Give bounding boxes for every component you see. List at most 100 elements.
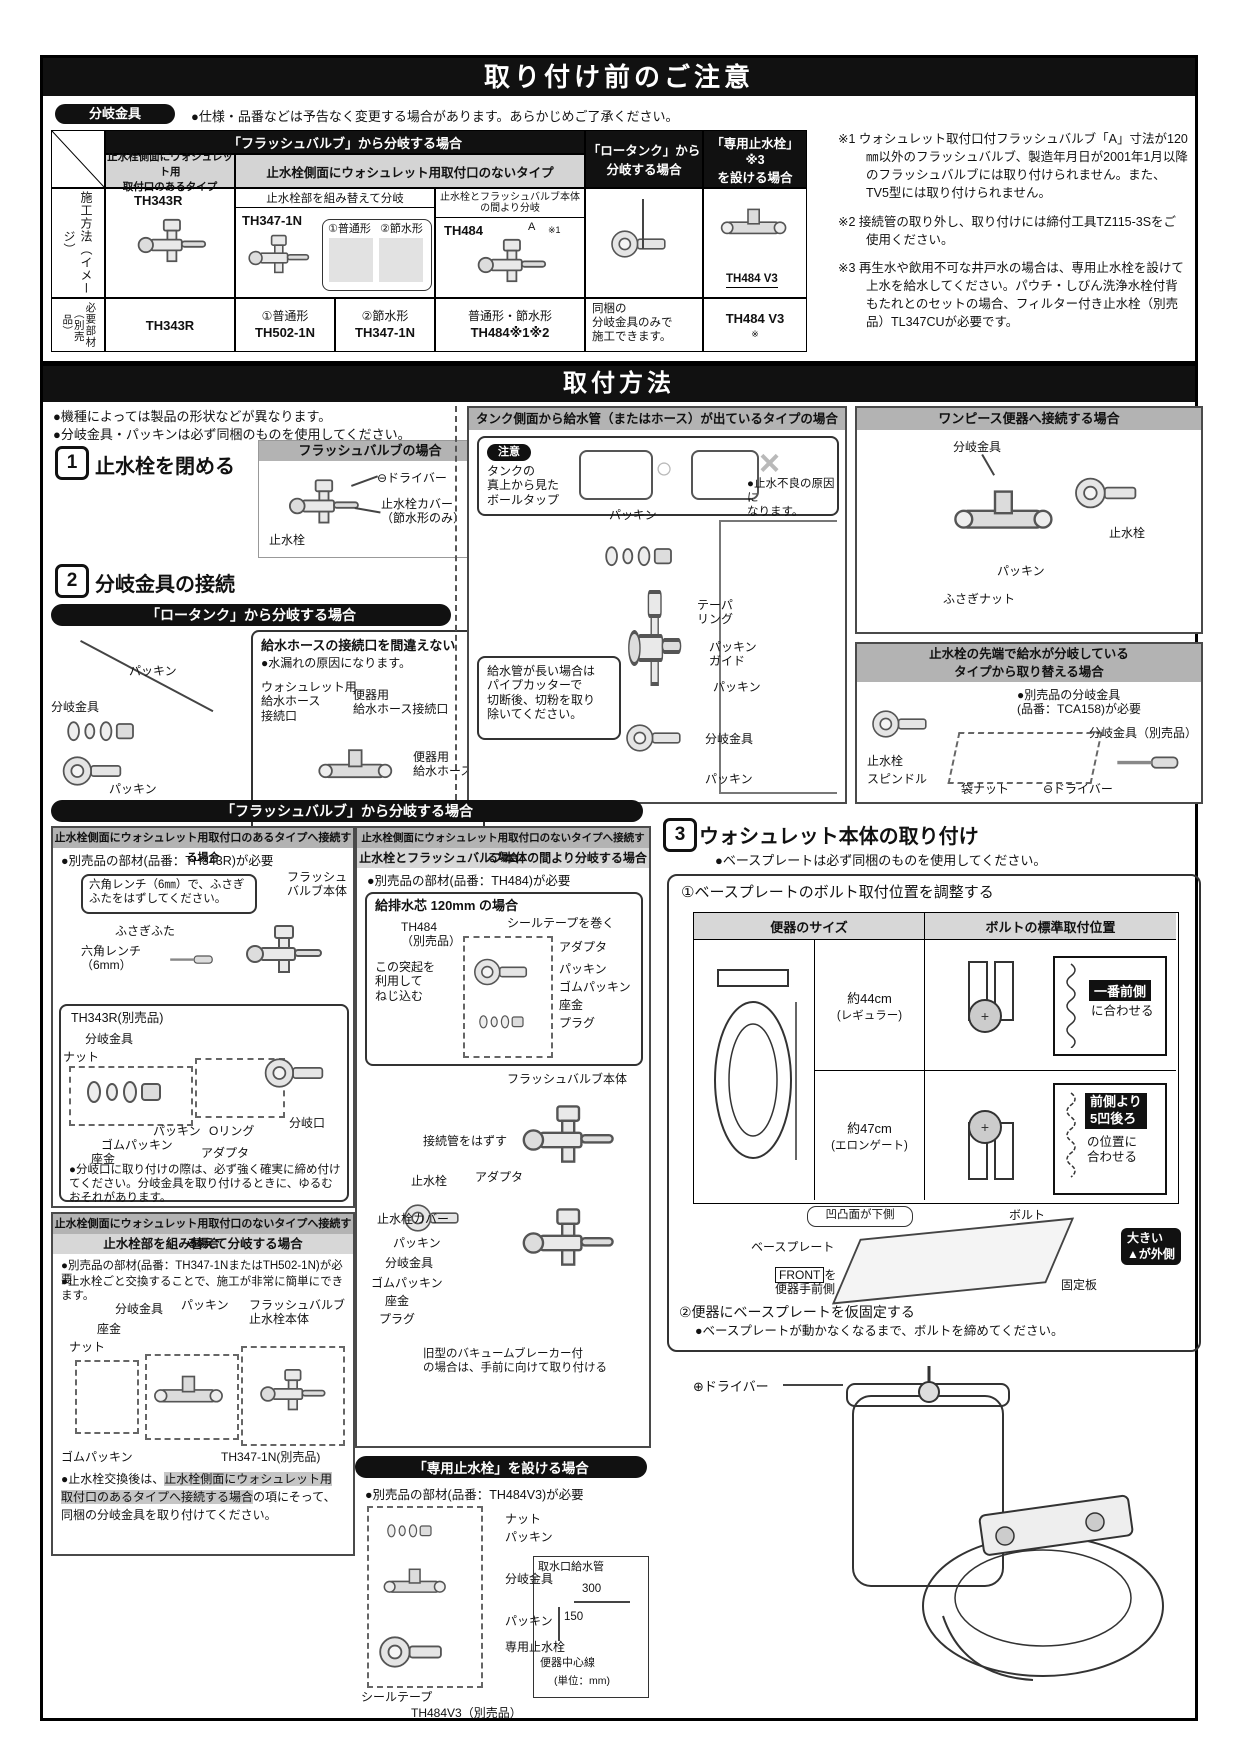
driver-label: ⊖ドライバー — [377, 471, 447, 485]
panel-without-port-replace: 止水栓側面にウォシュレット用取付口のないタイプへ接続する場合 止水栓部を組み替え… — [51, 1212, 355, 1556]
stop-valve-label: 止水栓 — [411, 1174, 448, 1188]
driver-label: ⊖ドライバー — [1043, 782, 1113, 796]
dimension-a-label: A — [528, 221, 536, 233]
cell-subheader: 止水栓部を組み替えて分岐 — [236, 189, 434, 208]
bowl-figure-cell — [694, 940, 815, 1200]
adapter-label: アダプタ — [201, 1146, 250, 1160]
caution-box: 注意 タンクの 真上から見た ボールタップ ○ × ●止水不良の原因に なります… — [477, 436, 839, 518]
packing-label: パッキン — [609, 508, 657, 522]
ng-mark: × — [759, 442, 781, 483]
stop-valve-label: 止水栓 — [1109, 526, 1146, 540]
note-2: ※2 接続管の取り外し、取り付けには締付工具TZ115-3Sをご使用ください。 — [838, 214, 1177, 247]
panel-c-subheader: 止水栓とフラッシュバルブ本体の間より分岐する場合 — [357, 848, 649, 868]
spindle-label: スピンドル — [867, 772, 928, 786]
washer-label: 座金 — [91, 1152, 116, 1166]
step3-title: ウォシュレット本体の取り付け — [699, 826, 979, 848]
size-regular-cell: 約44cm (レギュラー) — [815, 940, 925, 1071]
position-elongated-cell: + 前側より 5凹後ろ の位置に 合わせる — [925, 1071, 1176, 1200]
flushvalve-stop-body-label: フラッシュバルブ 止水栓本体 — [249, 1298, 346, 1327]
packing-label: パッキン — [559, 962, 607, 976]
footnote-ref: ※1 — [548, 225, 561, 235]
panel-b-header: 止水栓側面にウォシュレット用取付口のないタイプへ接続する場合 — [53, 1214, 353, 1250]
dedicated-stop-valve-label: 専用止水栓 — [505, 1640, 566, 1654]
need-note: ●別売品の部材(品番：TH484V3)が必要 — [365, 1488, 584, 1502]
flushvalve-body-label: フラッシュバルブ本体 — [507, 1072, 628, 1086]
remove-pipe-label: 接続管をはずす — [423, 1134, 508, 1148]
fitting-dash-box — [947, 732, 1103, 784]
blind-nut-label: ふさぎナット — [943, 592, 1016, 606]
packing-label: パッキン — [505, 1530, 553, 1544]
adapter-label: アダプタ — [475, 1170, 524, 1184]
tank-side-header: タンク側面から給水管（またはホース）が出ているタイプの場合 — [469, 408, 845, 430]
flushvalve-body-label: フラッシュ バルブ本体 — [287, 870, 348, 899]
fitting-table: 「フラッシュバルブ」から分岐する場合 「ロータンク」から 分岐する場合 「専用止… — [51, 130, 811, 352]
model-label: TH484 — [444, 223, 484, 238]
onepiece-panel: ワンピース便器へ接続する場合 分岐金具 止水栓 パッキン ふさぎナット — [855, 406, 1203, 634]
rubber-packing-label: ゴムパッキン — [101, 1138, 173, 1152]
step1-title: 止水栓を閉める — [95, 456, 235, 478]
ok-mark: ○ — [655, 452, 674, 485]
dimension-box: 取水口給水管 300 150 便器中心線 (単位：mm) — [533, 1556, 649, 1698]
precaution-notes: ※1 ウォシュレット取付口付フラッシュバルブ「A」寸法が120㎜以外のフラッシュ… — [838, 130, 1188, 331]
th484-label: TH484 （別売品） — [401, 920, 462, 949]
plug-label: プラグ — [379, 1312, 416, 1326]
table-col-position: ボルトの標準取付位置 — [925, 913, 1176, 940]
dash-box — [367, 1506, 483, 1688]
flushvalve-case-header: フラッシュバルブの場合 — [259, 441, 481, 461]
dash-box — [145, 1354, 239, 1440]
table-header-lowtank: 「ロータンク」から 分岐する場合 — [585, 130, 703, 188]
bowl-centerline-label: 便器中心線 — [540, 1657, 595, 1669]
toilet-hose-label: 便器用 給水ホース — [413, 750, 473, 779]
packing-label: パッキン — [129, 664, 177, 678]
dim-arrow — [558, 1607, 560, 1641]
ng-note: ●止水不良の原因に なります。 — [747, 478, 835, 518]
parts-included: 同梱の 分岐金具のみで 施工できます。 — [585, 298, 703, 352]
baseplate-adjust-box: ①ベースプレートのボルト取付位置を調整する 便器のサイズ ボルトの標準取付位置 … — [667, 874, 1201, 1352]
need-note: ●別売品の部材(品番：TH484)が必要 — [367, 874, 571, 888]
packing-label: パッキン — [109, 782, 157, 796]
table-corner-cell — [51, 130, 105, 188]
washer-label: 座金 — [97, 1322, 122, 1336]
table-col-size: 便器のサイズ — [694, 913, 925, 940]
cell-method-dedicated: TH484 V3 — [703, 188, 807, 298]
adapter-label: アダプタ — [559, 940, 608, 954]
baseplate-bullet: ●ベースプレートは必ず同梱のものを使用してください。 — [715, 853, 1047, 868]
panel-c-header: 止水栓側面にウォシュレット用取付口のないタイプへ接続する場合 — [357, 828, 649, 864]
pipe-line — [642, 199, 644, 249]
unit-label: (単位：mm) — [554, 1675, 610, 1687]
branch-fitting-label: 分岐金具 — [705, 732, 754, 746]
position-regular-cell: + 一番前側 に合わせる — [925, 940, 1176, 1071]
precautions-title: 取り付け前のご注意 — [43, 58, 1195, 96]
fixing-plate-label: 固定板 — [1061, 1278, 1098, 1292]
washlet-hose-port-label: ウォシュレット用 給水ホース 接続口 — [261, 680, 357, 723]
hex-wrench-label: 六角レンチ （6mm） — [81, 944, 142, 973]
kit-title: TH343R(別売品) — [71, 1011, 164, 1025]
model-label: TH484 V3 — [726, 273, 778, 288]
packing-label: パッキン — [705, 772, 753, 786]
type-variants-box: ①普通形 ②節水形 — [322, 219, 432, 291]
bolt-position-table: 便器のサイズ ボルトの標準取付位置 約44cm (レギュラー) — [693, 912, 1179, 1204]
tip-replace-panel: 止水栓の先端で給水が分岐している タイプから取り替える場合 ●別売品の分岐金具 … — [855, 642, 1203, 804]
dash-box — [463, 936, 553, 1058]
nut-label: ナット — [505, 1512, 542, 1526]
rubber-packing-label: ゴムパッキン — [61, 1450, 133, 1464]
hose-warning-bullet: ●水漏れの原因になります。 — [261, 656, 412, 670]
substep1-title: ①ベースプレートのボルト取付位置を調整する — [681, 884, 994, 901]
packing-label: パッキン — [997, 564, 1045, 578]
need-note: ●別売品の部材(品番：TH347-1NまたはTH502-1N)が必要 — [61, 1260, 343, 1286]
model-label: TH347-1N — [242, 213, 302, 228]
model-label: TH343R — [134, 193, 183, 208]
toilet-hose-port-label: 便器用 給水ホース接続口 — [353, 688, 449, 717]
easy-note: ●止水栓ごと交換することで、施工が非常に簡単にできます。 — [61, 1276, 344, 1302]
kit-dash-box — [69, 1066, 193, 1126]
branch-fitting-label: 分岐金具 — [85, 1032, 134, 1046]
packing-label: パッキン — [181, 1298, 229, 1312]
tank-side-panel: タンク側面から給水管（またはホース）が出ているタイプの場合 注意 タンクの 真上… — [467, 406, 847, 804]
row-label-parts: 必要部材 （別売品） — [51, 298, 105, 352]
table-header-without-port: 止水栓側面にウォシュレット用取付口のないタイプ — [235, 154, 585, 188]
svg-text:+: + — [981, 1119, 989, 1135]
dim-arrow — [574, 1601, 630, 1603]
leader-line — [981, 454, 995, 476]
